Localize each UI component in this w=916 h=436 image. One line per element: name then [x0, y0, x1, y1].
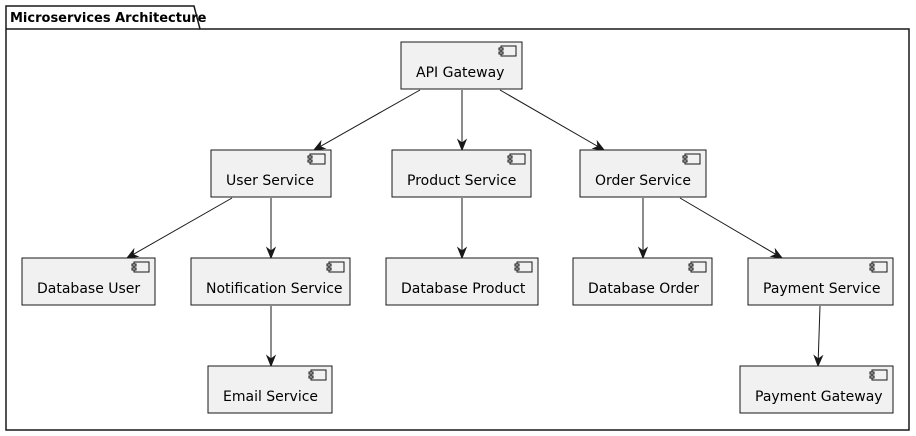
edge-user-service-to-notification-service	[265, 198, 277, 260]
edge-order-service-to-payment-service	[679, 197, 784, 259]
component-icon	[131, 261, 150, 273]
edge-line	[129, 197, 233, 257]
component-database-order[interactable]: Database Order	[572, 257, 713, 306]
arrowhead	[456, 138, 468, 152]
component-label: Payment Service	[763, 281, 880, 297]
edge-product-service-to-database-product	[456, 198, 468, 260]
edge-order-service-to-database-order	[637, 198, 649, 260]
edge-api-gateway-to-user-service	[312, 89, 421, 151]
edge-line	[817, 305, 821, 364]
component-icon	[688, 261, 707, 273]
package-microservices-architecture: Microservices Architecture	[5, 5, 910, 431]
edge-api-gateway-to-product-service	[456, 90, 468, 152]
edge-payment-service-to-payment-gateway	[813, 305, 824, 368]
edge-line	[679, 197, 780, 257]
component-icon	[514, 261, 533, 273]
component-database-user[interactable]: Database User	[21, 257, 156, 306]
component-payment-service[interactable]: Payment Service	[747, 257, 894, 306]
component-label: Order Service	[595, 173, 691, 189]
component-order-service[interactable]: Order Service	[579, 149, 707, 198]
component-payment-gateway[interactable]: Payment Gateway	[739, 365, 894, 414]
component-label: Database Order	[588, 281, 699, 297]
arrowhead	[637, 246, 649, 260]
component-label: API Gateway	[416, 65, 504, 81]
edge-notification-service-to-email-service	[265, 306, 277, 368]
arrowhead	[813, 354, 824, 368]
component-icon	[307, 153, 326, 165]
component-icon	[308, 369, 327, 381]
component-box	[739, 365, 894, 414]
arrowhead	[769, 247, 784, 259]
arrowhead	[265, 246, 277, 260]
package-title: Microservices Architecture	[10, 11, 207, 26]
component-icon	[869, 369, 888, 381]
component-icon	[682, 153, 701, 165]
arrowhead	[456, 246, 468, 260]
component-database-product[interactable]: Database Product	[385, 257, 539, 306]
component-label: Notification Service	[206, 281, 343, 297]
package-frame	[5, 5, 910, 431]
component-icon	[498, 45, 517, 57]
component-user-service[interactable]: User Service	[210, 149, 332, 198]
edge-line	[499, 89, 602, 149]
component-api-gateway[interactable]: API Gateway	[400, 41, 523, 90]
edge-line	[316, 89, 421, 149]
component-label: Payment Gateway	[755, 389, 883, 405]
arrowhead	[591, 139, 606, 151]
component-box	[190, 257, 351, 306]
component-box	[385, 257, 539, 306]
component-email-service[interactable]: Email Service	[207, 365, 333, 414]
edges-layer	[125, 89, 824, 368]
component-label: Product Service	[407, 173, 516, 189]
component-label: Database Product	[401, 281, 526, 297]
component-product-service[interactable]: Product Service	[391, 149, 532, 198]
edge-api-gateway-to-order-service	[499, 89, 606, 151]
arrowhead	[312, 139, 327, 151]
component-icon	[326, 261, 345, 273]
edge-user-service-to-database-user	[125, 197, 233, 259]
component-label: User Service	[226, 173, 314, 189]
component-box	[747, 257, 894, 306]
component-icon	[869, 261, 888, 273]
component-icon	[507, 153, 526, 165]
component-label: Email Service	[223, 389, 318, 405]
arrowhead	[125, 247, 140, 259]
component-label: Database User	[37, 281, 140, 297]
component-notification-service[interactable]: Notification Service	[190, 257, 351, 306]
arrowhead	[265, 354, 277, 368]
